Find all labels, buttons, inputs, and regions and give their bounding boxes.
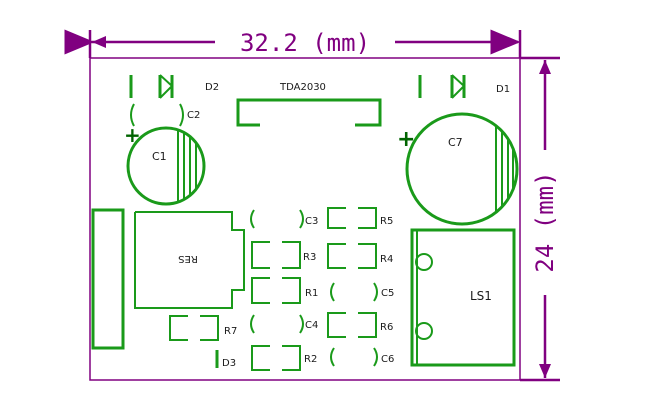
resistor-r6 [327,312,377,338]
resistor-r4 [327,243,377,269]
resistor-r5 [327,207,377,229]
d1-label: D1 [496,84,510,95]
r3-label: R3 [303,252,316,263]
resistor-r3 [251,241,301,269]
c7-plus: + [397,127,415,152]
potentiometer-res [134,211,245,309]
r6-label: R6 [380,322,393,333]
width-dimension-label: 32.2 (mm) [240,29,370,57]
c2-label: C2 [187,110,200,121]
capacitor-c6 [330,347,378,367]
resistor-r1 [251,277,301,304]
diode-d2 [129,74,174,99]
d3-label: D3 [222,358,236,369]
capacitor-c5 [330,282,378,302]
c4-label: C4 [305,320,318,331]
r5-label: R5 [380,216,393,227]
c6-label: C6 [381,354,394,365]
speaker-ls1 [410,228,516,367]
r4-label: R4 [380,254,393,265]
resistor-r2 [251,345,301,371]
res-label: RES [178,253,198,264]
c1-label: C1 [152,150,167,163]
left-connector [91,208,125,350]
d2-label: D2 [205,82,219,93]
height-dimension-label: 24 (mm) [531,171,559,272]
capacitor-c3 [250,209,304,229]
capacitor-c1 [126,126,206,206]
capacitor-c2 [130,103,184,127]
c3-label: C3 [305,216,318,227]
ls1-label: LS1 [470,289,492,303]
capacitor-c4 [250,314,304,334]
diode-d1 [418,74,466,99]
board-outline [89,57,521,381]
r1-label: R1 [305,288,318,299]
c7-label: C7 [448,136,463,149]
capacitor-c7 [405,112,519,226]
r2-label: R2 [304,354,317,365]
ic-tda2030 [236,98,382,127]
c1-plus: + [124,123,141,147]
width-dimension [64,29,522,58]
resistor-r7 [169,315,219,341]
c5-label: C5 [381,288,394,299]
ic-label: TDA2030 [279,82,326,93]
r7-label: R7 [224,326,237,337]
